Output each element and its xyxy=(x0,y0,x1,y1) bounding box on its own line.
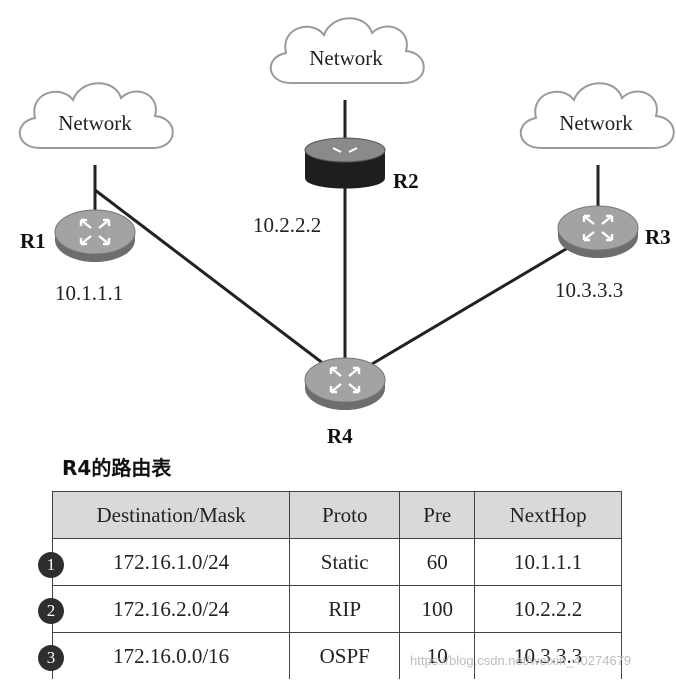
cell-proto: RIP xyxy=(289,585,401,633)
cell-destination: 172.16.2.0/24 xyxy=(51,585,291,633)
cell-destination: 172.16.1.0/24 xyxy=(51,538,291,586)
link-r3-r4 xyxy=(344,228,599,382)
cloud-left-label: Network xyxy=(58,111,132,135)
router-r3-name: R3 xyxy=(645,225,671,249)
router-r1-name: R1 xyxy=(20,229,46,253)
cloud-center-label: Network xyxy=(309,46,383,70)
cloud-left: Network xyxy=(18,82,174,149)
cloud-center: Network xyxy=(269,17,425,84)
link-r1-r4 xyxy=(94,188,346,382)
cell-pre: 10 xyxy=(399,632,476,679)
cell-nexthop: 10.2.2.2 xyxy=(474,585,622,633)
router-r2-icon xyxy=(304,137,386,189)
row-number-badge-1: 1 xyxy=(38,552,64,578)
header-nexthop: NextHop xyxy=(474,491,622,539)
cell-destination: 172.16.0.0/16 xyxy=(51,632,291,679)
router-r2-name: R2 xyxy=(393,169,419,193)
links xyxy=(93,100,600,382)
cell-proto: Static xyxy=(289,538,401,586)
header-destination-mask: Destination/Mask xyxy=(51,491,291,539)
watermark: https://blog.csdn.net/weixin_40274679 xyxy=(410,653,632,668)
router-r2-ip: 10.2.2.2 xyxy=(253,213,321,237)
table-row: 172.16.2.0/24 RIP 100 10.2.2.2 xyxy=(51,585,622,633)
routing-table: Destination/Mask Proto Pre NextHop 172.1… xyxy=(51,491,622,679)
routing-table-title: R4的路由表 xyxy=(62,456,172,480)
router-r4-icon xyxy=(303,356,387,412)
cell-pre: 100 xyxy=(399,585,476,633)
router-r4-name: R4 xyxy=(327,424,353,448)
cell-nexthop: 10.3.3.3 xyxy=(474,632,622,679)
cell-proto: OSPF xyxy=(289,632,401,679)
cell-pre: 60 xyxy=(399,538,476,586)
row-number-badge-2: 2 xyxy=(38,598,64,624)
table-header-row: Destination/Mask Proto Pre NextHop xyxy=(51,491,622,539)
router-r1-icon xyxy=(53,208,137,264)
header-pre: Pre xyxy=(399,491,476,539)
table-row: 172.16.0.0/16 OSPF 10 10.3.3.3 xyxy=(51,632,622,679)
cloud-right-label: Network xyxy=(559,111,633,135)
network-topology-diagram: Network Network Network R1 10.1.1.1 R2 1… xyxy=(18,17,675,448)
router-r1-ip: 10.1.1.1 xyxy=(55,281,123,305)
header-proto: Proto xyxy=(289,491,401,539)
row-number-badge-3: 3 xyxy=(38,645,64,671)
router-r3-icon xyxy=(556,204,640,260)
cell-nexthop: 10.1.1.1 xyxy=(474,538,622,586)
router-r3-ip: 10.3.3.3 xyxy=(555,278,623,302)
cloud-right: Network xyxy=(519,82,675,149)
table-row: 172.16.1.0/24 Static 60 10.1.1.1 xyxy=(51,538,622,586)
